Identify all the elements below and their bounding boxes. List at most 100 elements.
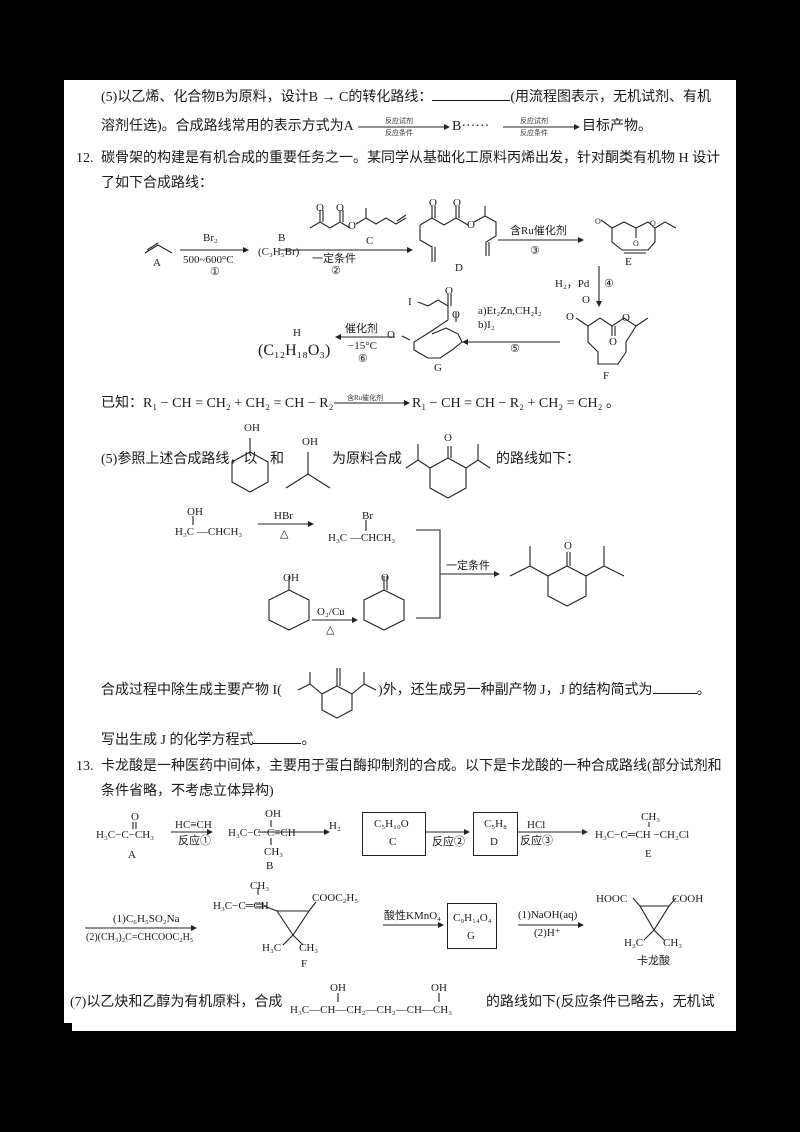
- compound-label-F: F: [603, 370, 610, 382]
- compound-label-C: C: [389, 836, 397, 848]
- atom-label: Br: [362, 510, 373, 522]
- answer-blank[interactable]: [253, 743, 302, 744]
- atom-label: O: [633, 239, 639, 248]
- reagent-label: HBr: [274, 510, 293, 522]
- compound-label-D: D: [490, 836, 498, 848]
- atom-label: O: [609, 336, 617, 348]
- reagent-label: H₂，Pd: [555, 278, 590, 290]
- question-stem: 卡龙酸是一种医药中间体，主要用于蛋白酶抑制剂的合成。以下是卡龙酸的一种合成路线(…: [101, 759, 722, 774]
- step-number: ④: [604, 278, 614, 290]
- text: 目标产物。: [582, 119, 652, 134]
- step-number: ②: [331, 265, 341, 277]
- compound-label-G: G: [467, 930, 475, 942]
- text: 溶剂任选)。合成路线常用的表示方式为A: [101, 119, 354, 134]
- atom-label: O: [336, 202, 344, 214]
- text: 的路线如下：: [496, 452, 580, 467]
- atom-label: O: [429, 197, 437, 209]
- atom-label: OH: [244, 422, 260, 434]
- atom-label: H₃C: [624, 937, 644, 949]
- compound-formula-A: H₃C−C−CH₃: [96, 829, 154, 841]
- atom-label: O: [467, 219, 475, 231]
- atom-label: O: [348, 220, 356, 232]
- reagent-label: b)I₂: [478, 319, 495, 331]
- text: B······: [452, 119, 490, 134]
- atom-label: O: [566, 311, 574, 323]
- q11-part5-line2: 溶剂任选)。合成路线常用的表示方式为A: [101, 119, 354, 135]
- atom-label: O: [445, 285, 453, 297]
- atom-label: COOH: [672, 893, 704, 905]
- reagent-label: Br₂: [203, 232, 218, 244]
- atom-label: O: [131, 811, 139, 823]
- atom-label: CH₃: [663, 937, 683, 949]
- text: (5)以乙烯、化合物: [101, 90, 216, 105]
- step-number: ①: [210, 266, 220, 278]
- arrow-label-top: 反应试剂: [520, 117, 548, 125]
- atom-label: O: [387, 329, 395, 341]
- atom-label: CH₃: [299, 942, 319, 954]
- atom-label: OH: [265, 808, 281, 820]
- question-stem: 了如下合成路线：: [101, 176, 213, 191]
- compound-formula-C: C₅H₁₀O: [374, 818, 409, 830]
- reagent-label: 酸性KMnO₄: [384, 910, 442, 922]
- compound-formula: H₃C —CHCH₃: [175, 526, 243, 538]
- compound-label-A: A: [153, 257, 161, 269]
- reaction-notation: B → C: [308, 90, 349, 105]
- text: 。: [301, 733, 316, 748]
- text: (7)以乙炔和乙醇为有机原料，合成: [70, 995, 283, 1010]
- text: (用流程图表示，无机试剂、有机: [510, 90, 712, 105]
- step-number: ③: [530, 245, 540, 257]
- atom-label: O: [453, 197, 461, 209]
- compound-label-D: D: [455, 262, 463, 274]
- compound-label-F: F: [301, 958, 308, 970]
- reagent-label: HC≡CH: [175, 819, 212, 831]
- unknown-compound-box-G: [447, 903, 497, 949]
- step-number: ⑤: [510, 343, 520, 355]
- text: 已知：: [101, 396, 143, 411]
- reagent-label: 催化剂: [345, 323, 378, 335]
- condition-label: 一定条件: [312, 253, 356, 265]
- question-number: 13.: [76, 759, 94, 774]
- arrow-label-top: 反应试剂: [385, 117, 413, 125]
- condition-label: −15°C: [348, 340, 377, 352]
- atom-label: COOC₂H₅: [312, 892, 359, 904]
- text: 的转化路线：: [348, 90, 433, 105]
- answer-blank[interactable]: [652, 693, 697, 694]
- compound-name-caronic-acid: 卡龙酸: [637, 955, 670, 967]
- condition-label: 反应①: [178, 835, 211, 847]
- reagent-label: 含Ru催化剂: [510, 225, 567, 237]
- answer-blank[interactable]: [432, 100, 511, 101]
- atom-label: OH: [302, 436, 318, 448]
- atom-label: O: [452, 309, 460, 321]
- compound-label-E: E: [625, 256, 632, 268]
- question-number: 12.: [76, 151, 94, 166]
- known-reaction: 已知：R₁ − CH = CH₂ + CH₂ = CH − R₂: [101, 396, 333, 412]
- reaction-products: R₁ − CH = CH − R₂ + CH₂ = CH₂ 。: [412, 396, 620, 411]
- compound-label-H: H: [293, 327, 301, 339]
- condition-label: 反应③: [520, 835, 553, 847]
- atom-label: I: [408, 296, 412, 308]
- atom-label: O: [444, 432, 452, 444]
- text: 合成过程中除生成主要产物 I(: [101, 683, 282, 698]
- text: 写出生成 J 的化学方程式 。: [101, 733, 315, 749]
- reaction-reactants: R₁ − CH = CH₂ + CH₂ = CH − R₂: [143, 396, 334, 411]
- text: 的路线如下(反应条件已略去，无机试: [486, 995, 715, 1010]
- text: )外，还生成另一种副产物 J，J 的结构简式为: [378, 683, 653, 698]
- atom-label: OH: [187, 506, 203, 518]
- atom-label: O: [381, 572, 389, 584]
- atom-label: O: [650, 219, 656, 228]
- reagent-label: (2)H⁺: [534, 927, 561, 939]
- atom-label: O: [582, 294, 590, 306]
- reagent-label: a)Et₂Zn,CH₂I₂: [478, 305, 542, 317]
- text: 写出生成 J 的化学方程式: [101, 733, 254, 748]
- compound-label-E: E: [645, 848, 652, 860]
- atom-label: OH: [283, 572, 299, 584]
- atom-label: OH: [431, 982, 447, 994]
- step-number: ⑥: [358, 353, 368, 365]
- condition-label: 反应②: [432, 836, 465, 848]
- atom-label: H₃C: [262, 942, 282, 954]
- reagent-label: (2)(CH₃)₂C=CHCOOC₂H₅: [86, 932, 194, 943]
- compound-formula-H: (C₁₂H₁₈O₃): [258, 342, 331, 359]
- atom-label: CH₃: [250, 880, 270, 892]
- compound-formula-G: C₉H₁₄O₄: [453, 912, 492, 924]
